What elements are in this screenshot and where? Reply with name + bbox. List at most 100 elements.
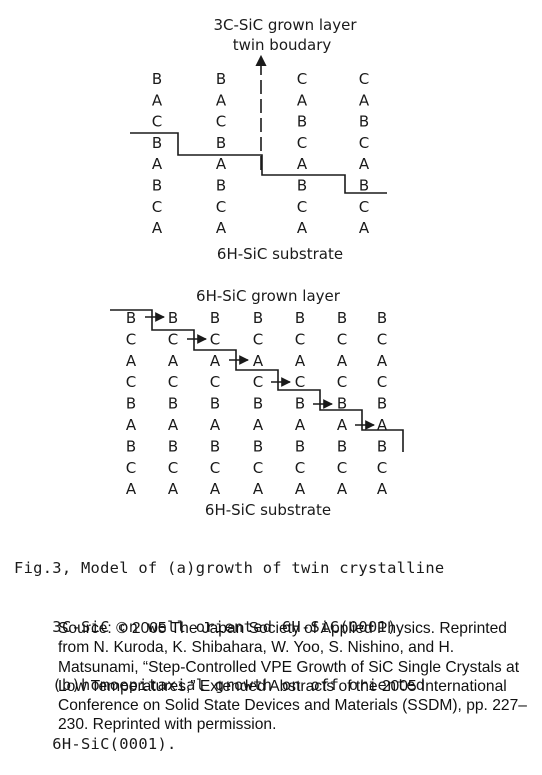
stacking-letter: A: [126, 416, 137, 434]
stacking-letter: B: [295, 395, 305, 413]
stacking-letter: B: [216, 70, 226, 88]
stacking-letter: A: [377, 416, 388, 434]
stacking-letter: C: [253, 330, 263, 348]
stacking-letter: B: [152, 70, 162, 88]
caption-line-2: 3C-SiC on well oriented 6H-SiC(0001): [14, 617, 397, 636]
stacking-letter: B: [126, 309, 136, 327]
stacking-letter: A: [295, 416, 306, 434]
stacking-letter: C: [152, 198, 162, 216]
fig-b-letters: BCACBABCABCACBABCABCACBABCABCACBABCABCAC…: [126, 309, 388, 498]
stacking-letter: B: [168, 309, 178, 327]
stacking-letter: A: [253, 480, 264, 498]
stacking-letter: C: [152, 113, 162, 131]
stacking-letter: A: [210, 480, 221, 498]
stacking-letter: C: [295, 373, 305, 391]
stacking-letter: B: [253, 437, 263, 455]
fig-a-step-line: [130, 132, 387, 194]
stacking-letter: C: [337, 373, 347, 391]
stacking-letter: B: [377, 395, 387, 413]
stacking-letter: C: [377, 373, 387, 391]
fig-b-staircase: [110, 309, 404, 452]
fig-b-step-arrows: [145, 312, 375, 430]
stacking-letter: B: [377, 437, 387, 455]
stacking-letter: B: [359, 113, 369, 131]
stacking-letter: C: [297, 134, 307, 152]
stacking-letter: B: [295, 309, 305, 327]
stacking-letter: B: [295, 437, 305, 455]
fig-b-title: 6H-SiC grown layer: [196, 287, 341, 305]
stacking-letter: B: [253, 309, 263, 327]
stacking-letter: B: [297, 177, 307, 195]
stacking-letter: C: [359, 70, 369, 88]
stacking-letter: C: [359, 198, 369, 216]
stacking-letter: A: [216, 91, 227, 109]
stacking-letter: A: [359, 91, 370, 109]
stacking-letter: A: [168, 352, 179, 370]
stacking-letter: A: [359, 219, 370, 237]
stacking-letter: A: [377, 480, 388, 498]
stacking-letter: B: [210, 309, 220, 327]
stacking-letter: B: [152, 134, 162, 152]
stacking-letter: B: [253, 395, 263, 413]
stacking-letter: C: [126, 459, 136, 477]
stacking-letter: A: [253, 352, 264, 370]
stacking-letter: C: [337, 330, 347, 348]
stacking-letter: B: [337, 395, 347, 413]
stacking-letter: A: [359, 155, 370, 173]
stacking-letter: B: [216, 134, 226, 152]
stacking-letter: B: [126, 437, 136, 455]
stacking-letter: B: [152, 177, 162, 195]
stacking-diagram-svg: 3C-SiC grown layer twin boudary 6H-SiC s…: [110, 16, 404, 519]
stacking-letter: C: [377, 330, 387, 348]
stacking-letter: B: [126, 395, 136, 413]
stacking-letter: A: [295, 352, 306, 370]
stacking-letter: C: [337, 459, 347, 477]
caption-line-1: Fig.3, Model of (a)growth of twin crysta…: [14, 559, 445, 577]
stacking-letter: A: [152, 91, 163, 109]
stacking-letter: B: [168, 395, 178, 413]
stacking-letter: C: [295, 459, 305, 477]
caption-line-3: (b)homoepitaxial growth on off oriented: [14, 676, 426, 694]
stacking-letter: B: [168, 437, 178, 455]
stacking-letter: B: [359, 177, 369, 195]
fig-b-substrate-label: 6H-SiC substrate: [205, 501, 331, 519]
stacking-letter: B: [337, 437, 347, 455]
stacking-diagram: 3C-SiC grown layer twin boudary 6H-SiC s…: [110, 16, 404, 519]
stacking-letter: A: [126, 352, 137, 370]
stacking-letter: A: [168, 416, 179, 434]
stacking-letter: A: [152, 155, 163, 173]
stacking-letter: C: [297, 70, 307, 88]
stacking-letter: C: [210, 459, 220, 477]
stacking-letter: C: [210, 330, 220, 348]
stacking-letter: B: [216, 177, 226, 195]
stacking-letter: B: [337, 309, 347, 327]
stacking-letter: C: [168, 459, 178, 477]
figure-caption: Fig.3, Model of (a)growth of twin crysta…: [14, 520, 534, 774]
stacking-letter: C: [295, 330, 305, 348]
fig-a-title-line2: twin boudary: [233, 36, 332, 54]
stacking-letter: B: [210, 395, 220, 413]
stacking-letter: C: [126, 330, 136, 348]
stacking-letter: C: [216, 113, 226, 131]
stacking-letter: A: [210, 352, 221, 370]
stacking-letter: A: [295, 480, 306, 498]
stacking-letter: C: [253, 373, 263, 391]
stacking-letter: B: [297, 113, 307, 131]
stacking-letter: C: [168, 330, 178, 348]
stacking-letter: A: [216, 219, 227, 237]
stacking-letter: C: [253, 459, 263, 477]
stacking-letter: A: [216, 155, 227, 173]
stacking-letter: A: [337, 352, 348, 370]
fig-a-substrate-label: 6H-SiC substrate: [217, 245, 343, 263]
stacking-letter: A: [377, 352, 388, 370]
stacking-letter: A: [152, 219, 163, 237]
stacking-letter: A: [253, 416, 264, 434]
stacking-letter: C: [297, 198, 307, 216]
stacking-letter: A: [126, 480, 137, 498]
stacking-letter: A: [297, 219, 308, 237]
stacking-letter: A: [168, 480, 179, 498]
source-credit: Source: © 2005 The Japan Society of Appl…: [58, 620, 527, 734]
stacking-letter: C: [210, 373, 220, 391]
stacking-letter: C: [168, 373, 178, 391]
